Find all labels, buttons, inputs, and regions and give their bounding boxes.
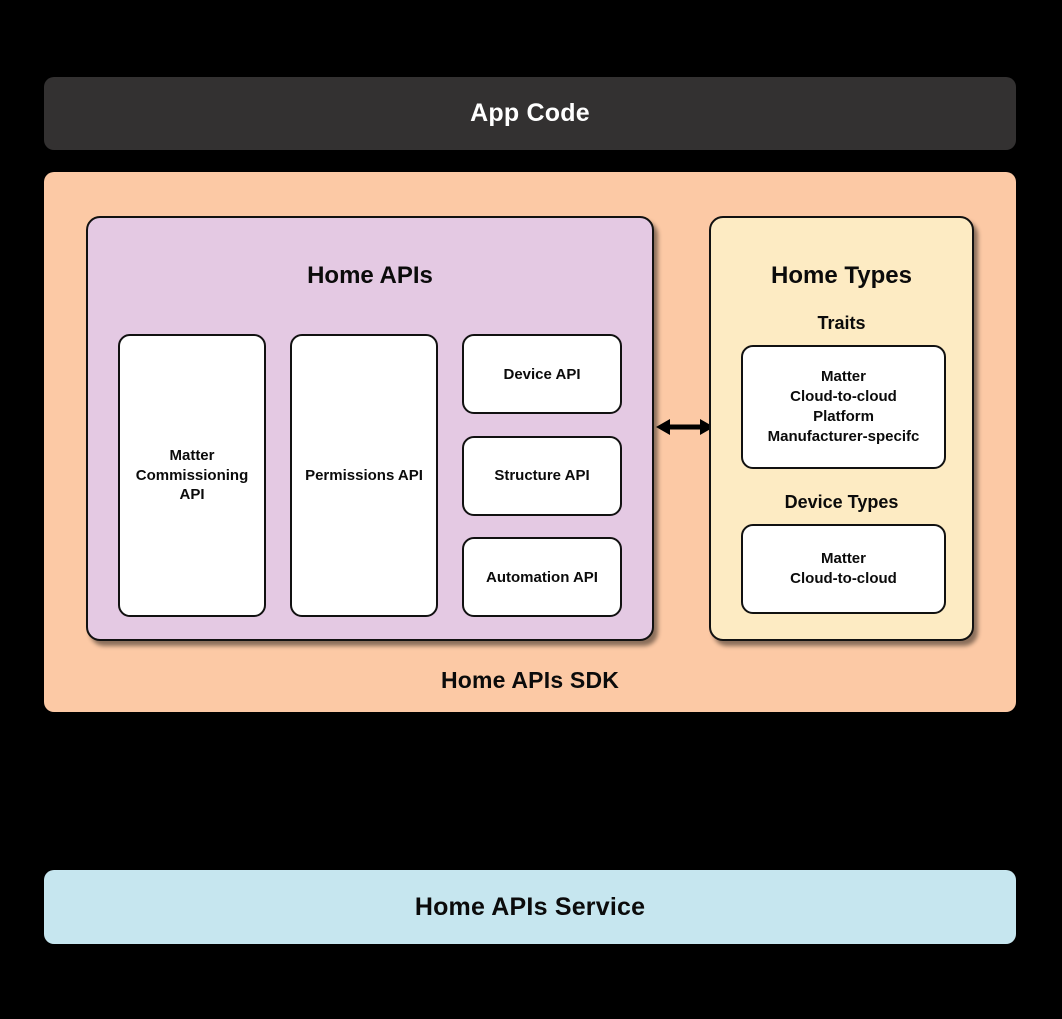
home-apis-title: Home APIs [307, 262, 433, 289]
automation-api-label: Automation API [486, 568, 598, 586]
permissions-api-box: Permissions API [290, 334, 438, 617]
home-apis-service-block: Home APIs Service [44, 870, 1016, 944]
home-apis-panel: Home APIs Matter Commissioning API Permi… [86, 216, 654, 641]
device-types-box: Matter Cloud-to-cloud [741, 524, 946, 614]
device-types-list: Matter Cloud-to-cloud [790, 549, 897, 587]
home-types-panel: Home Types Traits Matter Cloud-to-cloud … [709, 216, 974, 641]
double-headed-arrow-icon [656, 413, 714, 441]
sdk-body: Home APIs Matter Commissioning API Permi… [44, 172, 1016, 712]
api-stack-column: Device API Structure API Automation API [462, 334, 622, 617]
device-api-label: Device API [503, 365, 581, 383]
app-code-label: App Code [470, 99, 590, 127]
home-apis-service-label: Home APIs Service [414, 892, 646, 921]
matter-commissioning-api-label: Matter Commissioning API [135, 446, 249, 504]
traits-box: Matter Cloud-to-cloud Platform Manufactu… [741, 345, 946, 469]
structure-api-label: Structure API [494, 467, 590, 484]
traits-list: Matter Cloud-to-cloud Platform Manufactu… [767, 367, 920, 446]
app-code-block: App Code [44, 77, 1016, 150]
home-types-title: Home Types [771, 262, 912, 289]
permissions-api-label: Permissions API [305, 466, 423, 484]
home-apis-sdk-label: Home APIs SDK [440, 667, 620, 693]
structure-api-box: Structure API [462, 435, 622, 516]
traits-heading: Traits [817, 313, 866, 333]
home-apis-sdk-container: Home APIs Matter Commissioning API Permi… [44, 172, 1016, 712]
device-api-box: Device API [462, 334, 622, 414]
matter-commissioning-api-box: Matter Commissioning API [118, 334, 266, 617]
automation-api-box: Automation API [462, 537, 622, 617]
home-apis-box-grid: Matter Commissioning API Permissions API… [118, 334, 626, 617]
device-types-heading: Device Types [784, 492, 899, 512]
